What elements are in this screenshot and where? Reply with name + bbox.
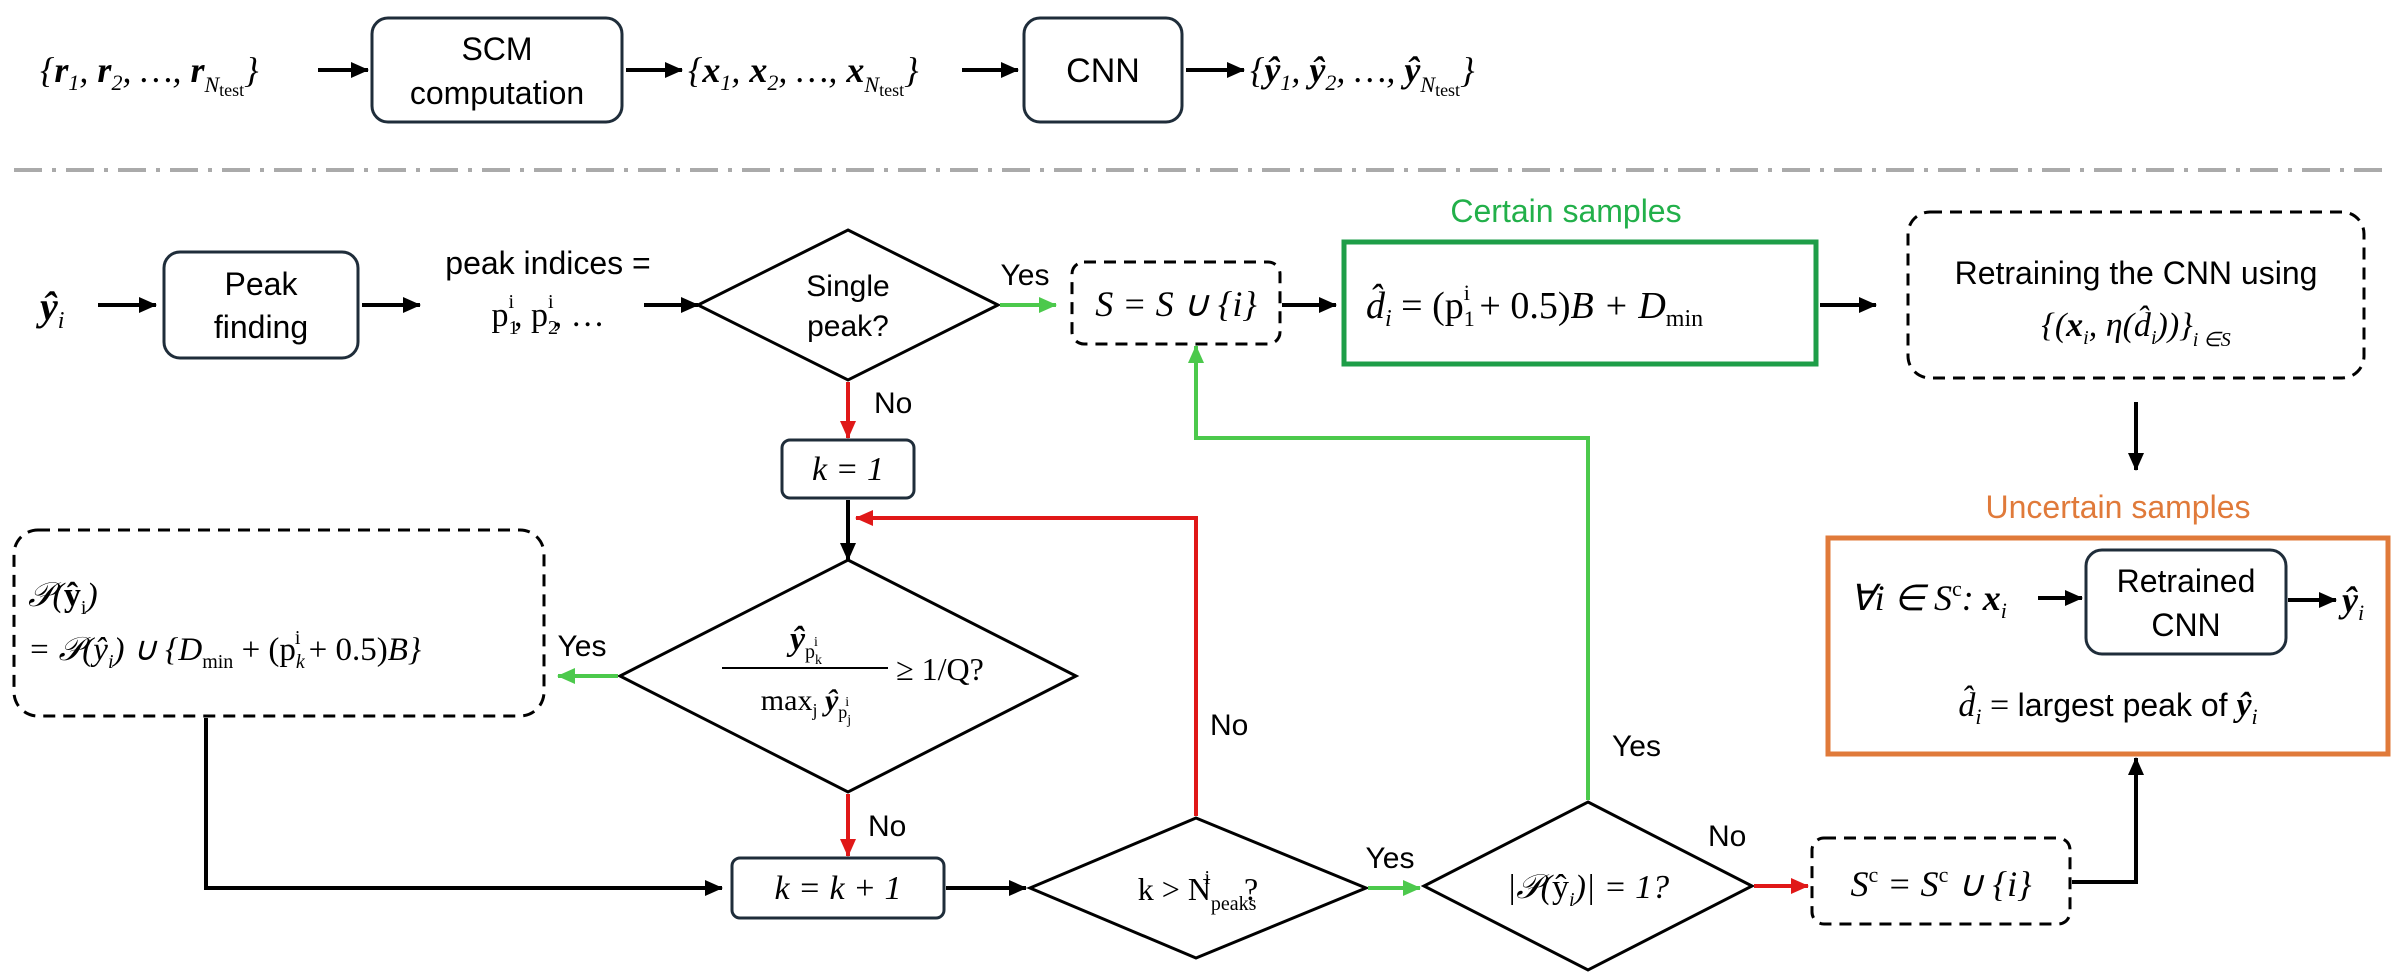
k-incr-text: k = k + 1 xyxy=(774,870,901,907)
single-peak-label-2: peak? xyxy=(807,310,889,343)
output-set: {ŷ1, ŷ2, …, ŷNtest} xyxy=(1250,50,1475,100)
arrow-ktest-no-loop xyxy=(855,510,1198,816)
retraining-label: Retraining the CNN using xyxy=(1955,255,2318,291)
set-update-text: S = S ∪ {i} xyxy=(1095,284,1257,324)
peak-indices-label: peak indices = xyxy=(445,245,650,281)
ktest-yes-label: Yes xyxy=(1366,842,1415,875)
k-incr-box xyxy=(730,856,946,920)
single-peak-decision xyxy=(694,228,1002,382)
feature-set: {x1, x2, …, xNtest} xyxy=(688,50,919,100)
certain-box xyxy=(1341,239,1819,367)
single-peak-label-1: Single xyxy=(806,270,889,303)
complement-update-text: Sc = Sc ∪ {i} xyxy=(1851,862,2033,904)
ratio-decision xyxy=(616,558,1080,794)
k-init-text: k = 1 xyxy=(812,451,884,488)
single-no-label: No xyxy=(874,387,912,420)
ratio-threshold: ≥ 1/Q? xyxy=(896,651,984,687)
arrow-pset-to-kincr xyxy=(204,718,723,896)
p-set-box xyxy=(12,528,546,718)
complement-update-box xyxy=(1810,836,2072,926)
scm-label-1: SCM xyxy=(461,31,532,67)
arrow-complement-to-uncertain xyxy=(2072,757,2144,884)
peak-indices-values: p1i, p2i, … xyxy=(491,291,604,339)
card-test-text: |𝒫(ŷi)| = 1? xyxy=(1507,869,1669,911)
card-yes-label: Yes xyxy=(1612,730,1661,763)
certain-title: Certain samples xyxy=(1450,193,1681,229)
retrained-cnn-box xyxy=(2084,548,2288,656)
cnn-box xyxy=(1022,16,1184,124)
largest-peak-text: d̂i = largest peak of ŷi xyxy=(1958,685,2257,729)
uncertain-title: Uncertain samples xyxy=(1986,489,2251,525)
scm-label-2: computation xyxy=(410,75,584,111)
scm-box xyxy=(370,16,624,124)
card-test-decision xyxy=(1420,800,1756,972)
ktest-no-label: No xyxy=(1210,709,1248,742)
retraining-box xyxy=(1906,210,2366,380)
retrained-cnn-label-1: Retrained xyxy=(2117,563,2256,599)
k-init-box xyxy=(780,438,916,500)
card-no-label: No xyxy=(1708,820,1746,853)
certain-formula: d̂i = (p1i + 0.5)B + Dmin xyxy=(1366,280,1703,332)
retrained-cnn-label-2: CNN xyxy=(2151,607,2220,643)
arrow-card-yes xyxy=(1188,345,1590,800)
peak-finding-box xyxy=(162,250,360,360)
cnn-label: CNN xyxy=(1066,52,1140,90)
ratio-yes-label: Yes xyxy=(558,630,607,663)
peak-finding-label-1: Peak xyxy=(225,266,299,302)
start-symbol: ŷi xyxy=(36,284,64,334)
peak-finding-label-2: finding xyxy=(214,309,308,345)
set-update-box xyxy=(1070,260,1282,346)
input-set: {r1, r2, …, rNtest} xyxy=(40,50,259,100)
p-set-line-1: 𝒫(ŷi) xyxy=(28,577,98,619)
ratio-no-label: No xyxy=(868,810,906,843)
single-yes-label: Yes xyxy=(1001,259,1050,292)
forall-text: ∀i ∈ Sc: xi xyxy=(1850,576,2007,623)
k-test-decision xyxy=(1026,816,1370,960)
